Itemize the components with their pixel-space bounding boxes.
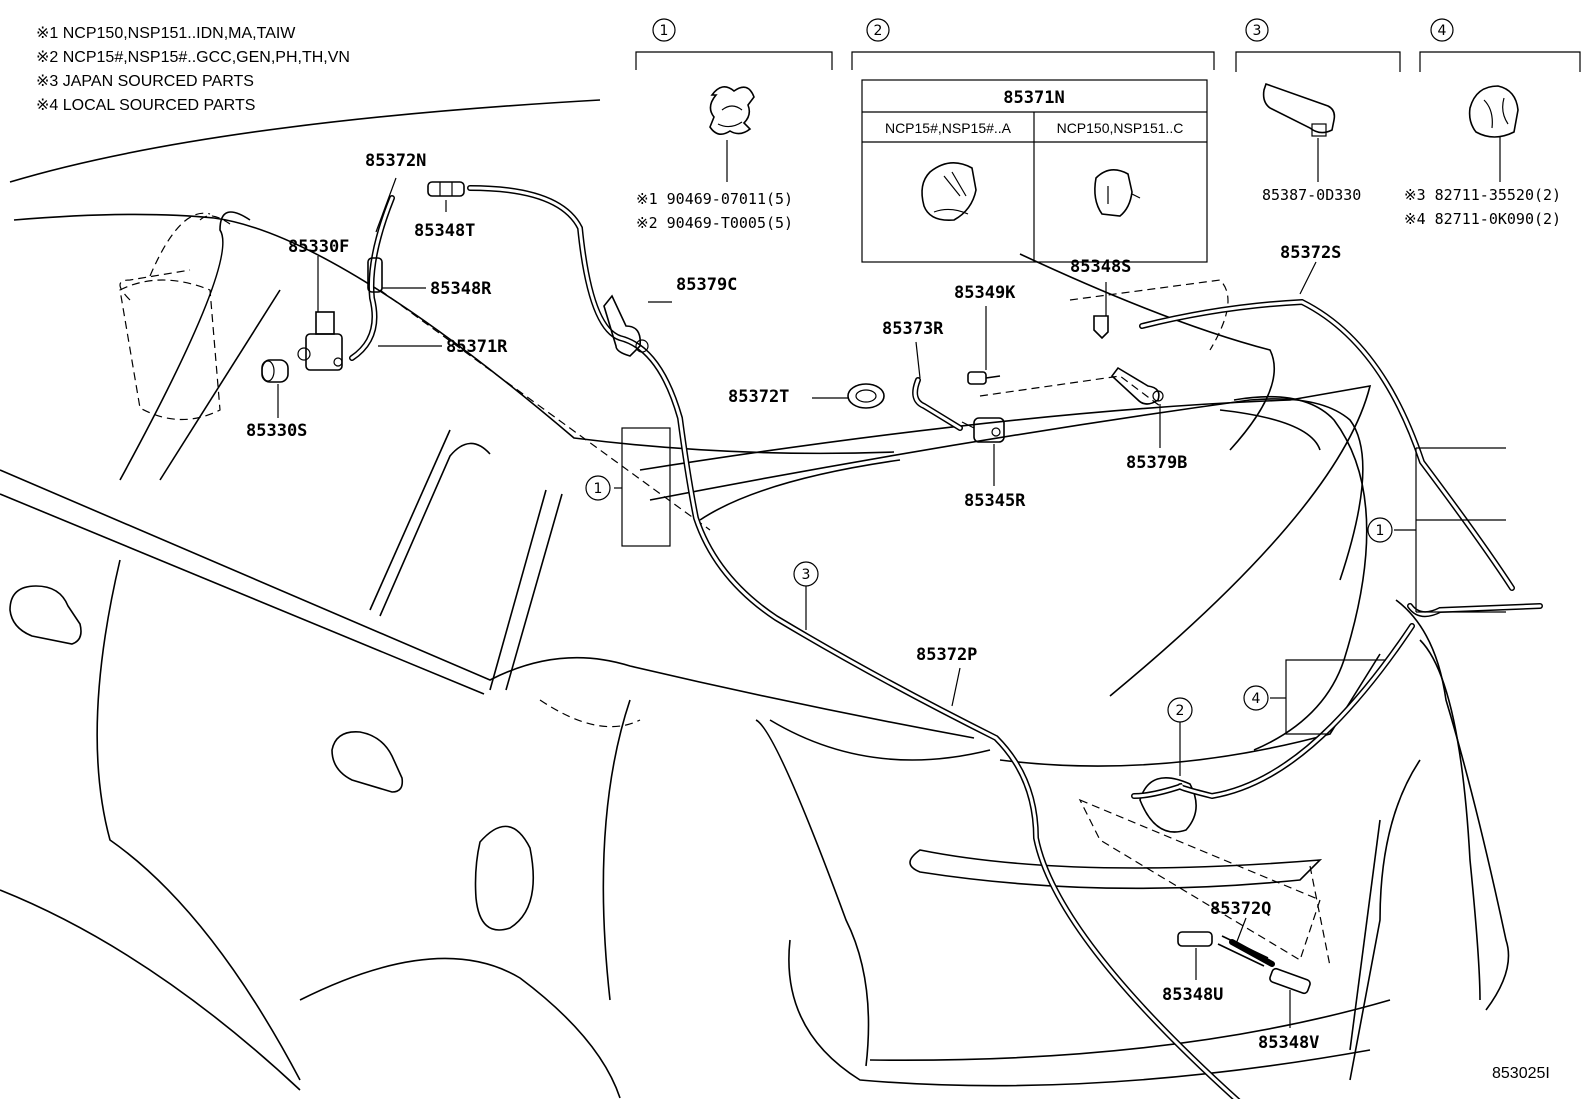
callout-1-left: 1: [594, 481, 603, 497]
clamp-c-icon: [1094, 169, 1141, 217]
clip-icon: [709, 86, 755, 182]
inset-2-title: 85371N: [1003, 88, 1064, 108]
bracket-icon: [1262, 82, 1336, 182]
hoses: [349, 185, 1543, 1099]
joint-85348S: [1093, 315, 1109, 340]
inset-1-part-1: ※1 90469-07011(5): [636, 190, 793, 208]
washer-pump: [297, 311, 343, 371]
grommet-icon: [1468, 85, 1519, 182]
label-85371R: 85371R: [446, 337, 508, 357]
diagram-id: 853025I: [1492, 1065, 1550, 1082]
inset-3: 3 85387-0D330: [1235, 18, 1401, 204]
joint-85349K: [967, 371, 1001, 385]
clamp-a-icon: [921, 162, 977, 222]
label-85379B: 85379B: [1126, 453, 1187, 473]
callout-2: 2: [1176, 703, 1185, 719]
callouts: 1 1 4 2 3: [585, 427, 1506, 776]
nozzle-85345R: [961, 417, 1005, 443]
label-85348T: 85348T: [414, 221, 475, 241]
label-85372T: 85372T: [728, 387, 789, 407]
hose-85372Q: [1217, 935, 1269, 967]
label-85348S: 85348S: [1070, 257, 1131, 277]
inset-4-part-1: ※3 82711-35520(2): [1404, 186, 1561, 204]
inset-4-part-2: ※4 82711-0K090(2): [1404, 210, 1561, 228]
label-85372N: 85372N: [365, 151, 426, 171]
grommet-85372T: [847, 383, 885, 409]
vehicle-body: [0, 99, 1510, 1099]
inset-1-part-2: ※2 90469-T0005(5): [636, 214, 793, 232]
inset-4: 4 ※3 82711-35520(2) ※4 82711-0K090(2): [1404, 18, 1581, 228]
inset-4-number: 4: [1438, 23, 1447, 39]
label-85349K: 85349K: [954, 283, 1016, 303]
joint-85348T: [427, 181, 465, 197]
label-85345R: 85345R: [964, 491, 1026, 511]
notes: ※1 NCP150,NSP151..IDN,MA,TAIW ※2 NCP15#,…: [36, 25, 350, 114]
leader-lines: [277, 177, 1317, 1028]
label-85372P: 85372P: [916, 645, 977, 665]
label-85379C: 85379C: [676, 275, 737, 295]
inset-3-number: 3: [1253, 23, 1262, 39]
part-labels: 85372N 85348T 85330F 85348R 85379C 85371…: [246, 151, 1341, 1053]
inset-2-col-b: NCP150,NSP151..C: [1057, 120, 1184, 136]
label-85348V: 85348V: [1258, 1033, 1319, 1053]
inset-3-part-1: 85387-0D330: [1262, 186, 1361, 204]
label-85373R: 85373R: [882, 319, 944, 339]
joint-85348R: [367, 257, 383, 293]
label-85330F: 85330F: [288, 237, 349, 257]
callout-1-right: 1: [1376, 523, 1385, 539]
label-85372S: 85372S: [1280, 243, 1341, 263]
components: [261, 181, 1311, 995]
note-2: ※2 NCP15#,NSP15#..GCC,GEN,PH,TH,VN: [36, 49, 350, 66]
joint-85348V: [1269, 967, 1311, 995]
nozzle-85379B: [1110, 366, 1164, 405]
joint-85348U: [1177, 931, 1213, 947]
label-85348R: 85348R: [430, 279, 492, 299]
inset-1-number: 1: [660, 23, 669, 39]
inset-2-number: 2: [874, 23, 883, 39]
callout-3: 3: [802, 567, 811, 583]
note-4: ※4 LOCAL SOURCED PARTS: [36, 97, 255, 114]
grommet-85330S: [261, 359, 289, 383]
label-85372Q: 85372Q: [1210, 899, 1271, 919]
inset-2: 2 85371N NCP15#,NSP15#..A NCP150,NSP151.…: [851, 18, 1215, 263]
inset-2-col-a: NCP15#,NSP15#..A: [885, 120, 1012, 136]
note-1: ※1 NCP150,NSP151..IDN,MA,TAIW: [36, 25, 296, 42]
nozzle-85379C: [603, 294, 649, 357]
inset-1: 1 ※1 90469-07011(5) ※2 90469-T0005(5): [635, 18, 833, 232]
note-3: ※3 JAPAN SOURCED PARTS: [36, 73, 254, 90]
callout-4: 4: [1252, 691, 1261, 707]
label-85330S: 85330S: [246, 421, 307, 441]
label-85348U: 85348U: [1162, 985, 1223, 1005]
